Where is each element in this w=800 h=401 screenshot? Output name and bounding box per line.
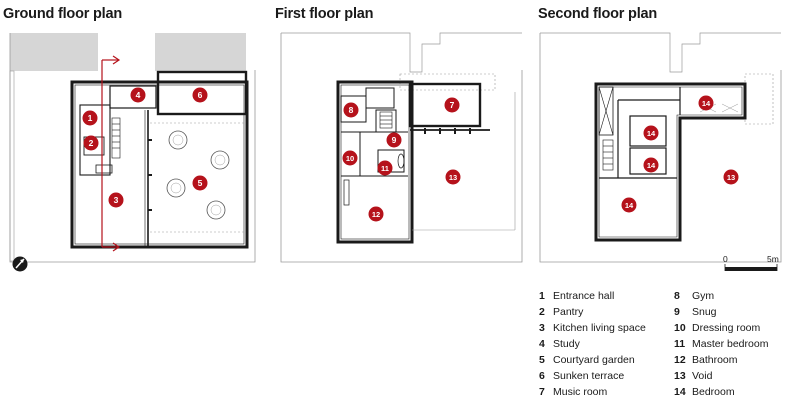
room-marker-second-14: 14 — [643, 157, 659, 173]
svg-text:3: 3 — [114, 195, 119, 205]
scale-start-label: 0 — [723, 254, 728, 264]
north-arrow-icon — [12, 256, 28, 272]
neighbour-building — [155, 33, 246, 71]
site-boundary — [9, 70, 15, 262]
svg-text:4: 4 — [136, 90, 141, 100]
svg-text:9: 9 — [392, 135, 397, 145]
svg-text:13: 13 — [449, 173, 457, 182]
svg-text:14: 14 — [647, 161, 656, 170]
svg-text:7: 7 — [450, 100, 455, 110]
svg-text:10: 10 — [346, 154, 354, 163]
ground-floor-title: Ground floor plan — [3, 6, 123, 22]
svg-text:14: 14 — [647, 129, 656, 138]
terrace-wall — [156, 70, 248, 116]
window-ticks — [424, 128, 471, 134]
outer-wall — [594, 82, 747, 242]
stair — [379, 111, 393, 129]
room-marker-second-14: 14 — [621, 197, 637, 213]
room-marker-ground-2: 2 — [83, 135, 99, 151]
neighbour-building — [10, 33, 98, 71]
room-marker-first-11: 11 — [377, 160, 393, 176]
tree-texture — [170, 134, 226, 216]
room-marker-ground-4: 4 — [130, 87, 146, 103]
study-walls — [109, 85, 157, 109]
svg-text:1: 1 — [88, 113, 93, 123]
site-boundary — [280, 33, 523, 263]
svg-text:5: 5 — [198, 178, 203, 188]
room-marker-ground-1: 1 — [82, 110, 98, 126]
inner-wall-line — [74, 84, 245, 245]
window-ticks — [148, 139, 152, 211]
inner-wall-line — [598, 86, 743, 238]
room-marker-first-7: 7 — [444, 97, 460, 113]
room-marker-ground-3: 3 — [108, 192, 124, 208]
room-marker-first-12: 12 — [368, 206, 384, 222]
wardrobe — [343, 179, 350, 206]
ground-floor-plan — [9, 33, 256, 272]
svg-text:8: 8 — [349, 105, 354, 115]
light-well — [598, 86, 614, 136]
kitchen-island — [95, 164, 113, 174]
svg-text:13: 13 — [727, 173, 735, 182]
room-marker-first-10: 10 — [342, 150, 358, 166]
roof-below — [744, 73, 774, 125]
svg-text:2: 2 — [89, 138, 94, 148]
room-marker-ground-5: 5 — [192, 175, 208, 191]
svg-text:6: 6 — [198, 90, 203, 100]
scale-end-label: 5m — [767, 254, 779, 264]
inner-wall-line — [340, 84, 410, 240]
partition-walls — [599, 87, 681, 179]
svg-text:11: 11 — [381, 164, 389, 173]
neighbour-outline — [281, 32, 522, 73]
site-boundary — [539, 33, 782, 263]
room-marker-first-9: 9 — [386, 132, 402, 148]
second-floor-plan — [539, 32, 782, 263]
room-marker-first-8: 8 — [343, 102, 359, 118]
room-marker-second-14: 14 — [698, 95, 714, 111]
stair — [111, 117, 121, 159]
outer-wall — [70, 80, 249, 249]
stair — [602, 139, 614, 171]
bath-icon — [397, 153, 405, 169]
svg-text:12: 12 — [372, 210, 380, 219]
svg-text:14: 14 — [702, 99, 711, 108]
scale-bar — [724, 264, 778, 271]
first-floor-title: First floor plan — [275, 6, 374, 22]
first-floor-plan — [280, 32, 523, 263]
music-room-walls — [408, 82, 482, 128]
light-well — [598, 86, 614, 136]
room-marker-first-13: 13 — [445, 169, 461, 185]
svg-text:14: 14 — [625, 201, 634, 210]
second-floor-title: Second floor plan — [538, 6, 658, 22]
section-line — [101, 55, 121, 252]
entrance-walls — [79, 104, 111, 176]
room-marker-ground-6: 6 — [192, 87, 208, 103]
tree-icon — [166, 130, 230, 220]
room-marker-second-13: 13 — [723, 169, 739, 185]
neighbour-outline — [540, 32, 781, 73]
room-marker-second-14: 14 — [643, 125, 659, 141]
